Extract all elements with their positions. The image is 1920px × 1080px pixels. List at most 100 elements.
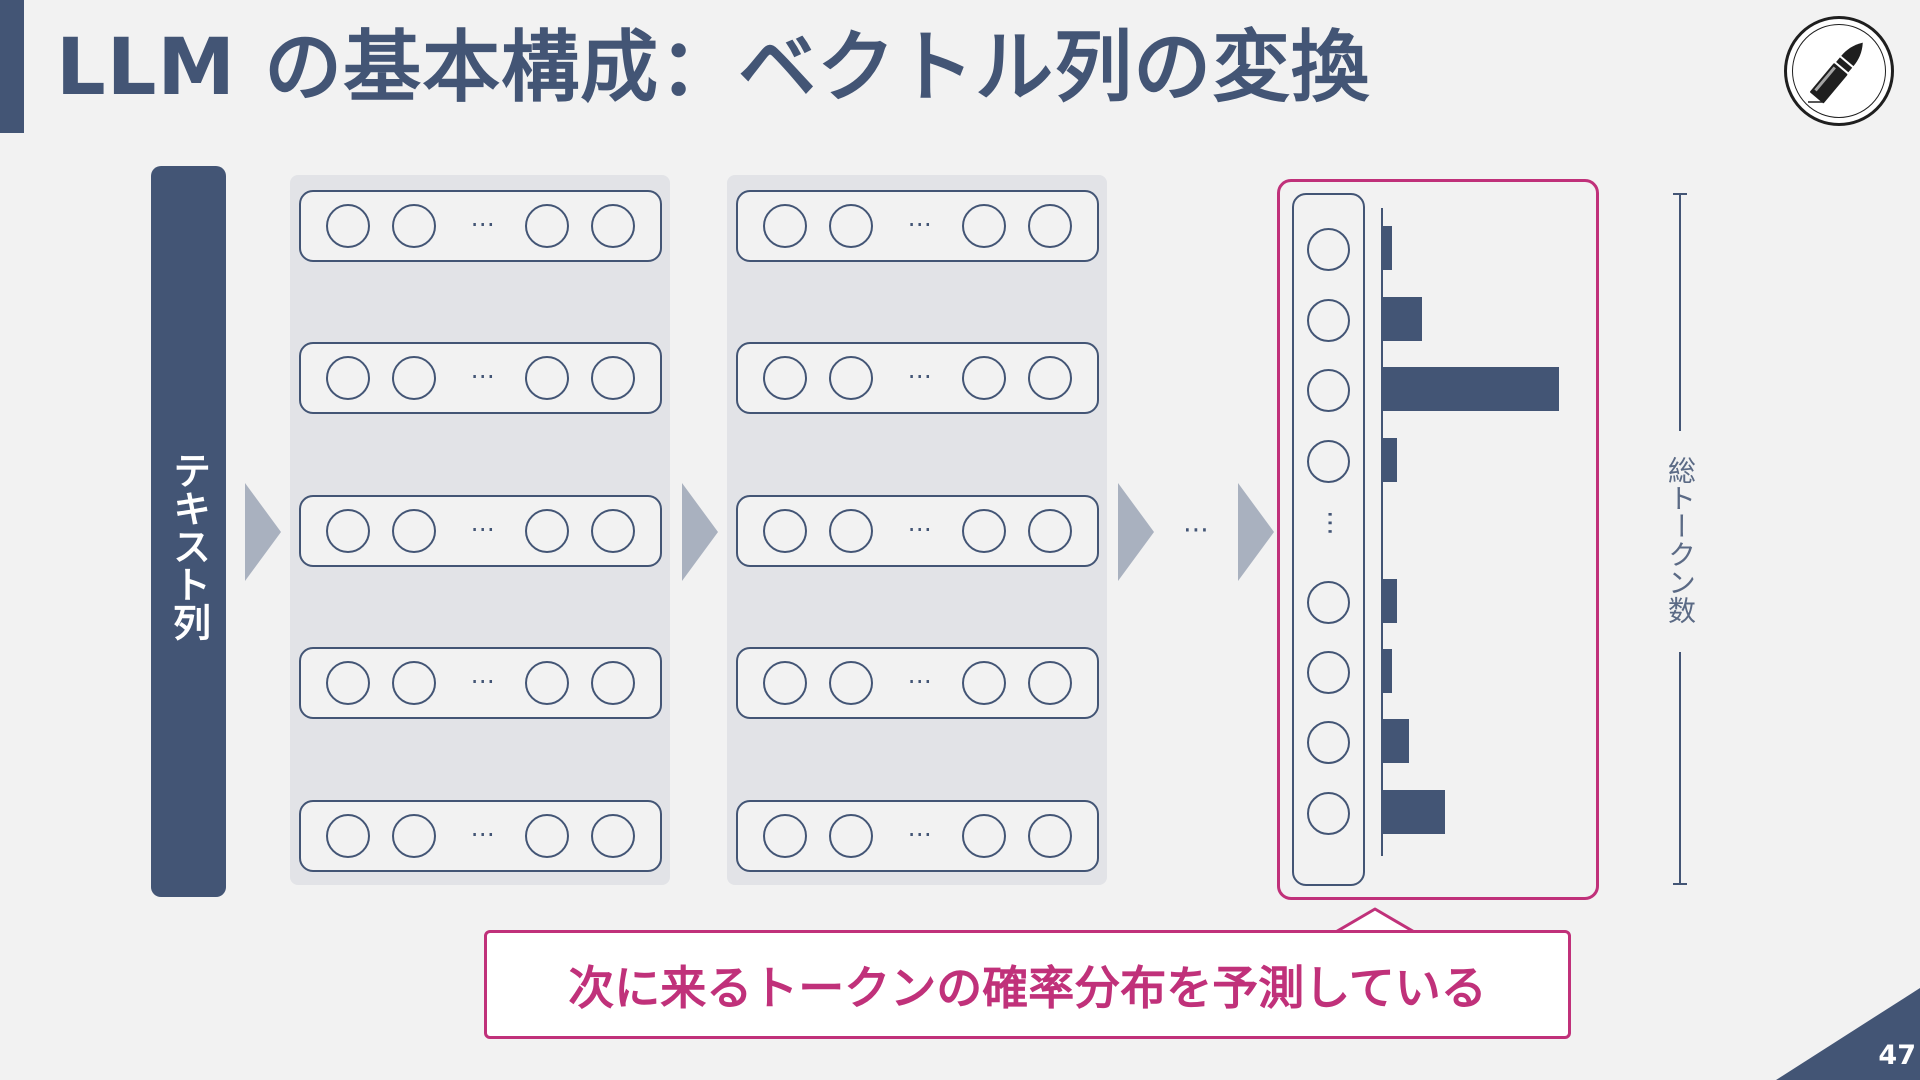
title-accent-bar bbox=[0, 0, 24, 133]
probability-bar bbox=[1383, 790, 1445, 834]
vector-node bbox=[525, 356, 569, 400]
vector-node bbox=[962, 661, 1006, 705]
vector-node bbox=[392, 814, 436, 858]
vector-node bbox=[763, 814, 807, 858]
vector-node bbox=[962, 509, 1006, 553]
vector-dots: ⋯ bbox=[470, 210, 495, 238]
text-sequence-bar: テキスト列 bbox=[151, 166, 226, 897]
output-vector: ⋯ bbox=[1292, 193, 1365, 886]
vector-node bbox=[326, 509, 370, 553]
vector-dots: ⋯ bbox=[907, 820, 932, 848]
vector-node bbox=[1028, 814, 1072, 858]
output-node bbox=[1307, 721, 1350, 764]
vector-node bbox=[591, 661, 635, 705]
vector-dots: ⋯ bbox=[470, 667, 495, 695]
probability-bar bbox=[1383, 579, 1397, 623]
probability-axis bbox=[1381, 208, 1383, 856]
vector-node bbox=[392, 204, 436, 248]
token-vector-row: ⋯ bbox=[299, 800, 662, 872]
probability-bar bbox=[1383, 297, 1422, 341]
vector-node bbox=[525, 814, 569, 858]
vector-node bbox=[962, 814, 1006, 858]
output-node bbox=[1307, 792, 1350, 835]
token-vector-row: ⋯ bbox=[736, 647, 1099, 719]
vector-node bbox=[591, 204, 635, 248]
callout-box: 次に来るトークンの確率分布を予測している bbox=[484, 930, 1571, 1039]
vector-node bbox=[326, 814, 370, 858]
vector-node bbox=[829, 509, 873, 553]
probability-bar bbox=[1383, 719, 1409, 763]
output-node bbox=[1307, 299, 1350, 342]
token-vector-row: ⋯ bbox=[736, 342, 1099, 414]
probability-bar bbox=[1383, 649, 1392, 693]
token-vector-row: ⋯ bbox=[299, 495, 662, 567]
total-tokens-label: 総トークン数 bbox=[1664, 456, 1697, 624]
text-sequence-label: テキスト列 bbox=[166, 451, 211, 641]
vector-node bbox=[525, 509, 569, 553]
arrow-chevron-4 bbox=[1238, 483, 1274, 581]
page-number: 47 bbox=[1878, 1040, 1916, 1071]
total-tokens-rule-bottom bbox=[1679, 652, 1681, 884]
vector-node bbox=[763, 204, 807, 248]
callout-text: 次に来るトークンの確率分布を予測している bbox=[568, 960, 1487, 1015]
output-node bbox=[1307, 369, 1350, 412]
output-node bbox=[1307, 440, 1350, 483]
vector-node bbox=[591, 814, 635, 858]
vector-node bbox=[326, 356, 370, 400]
vector-node bbox=[591, 356, 635, 400]
output-node bbox=[1307, 228, 1350, 271]
token-vector-row: ⋯ bbox=[736, 800, 1099, 872]
vector-node bbox=[763, 509, 807, 553]
vector-node bbox=[392, 509, 436, 553]
vector-dots: ⋯ bbox=[907, 667, 932, 695]
total-tokens-cap-top bbox=[1673, 193, 1687, 195]
vector-dots: ⋯ bbox=[907, 362, 932, 390]
page-title: LLM の基本構成：ベクトル列の変換 bbox=[56, 23, 1371, 113]
vector-node bbox=[829, 204, 873, 248]
vector-node bbox=[392, 661, 436, 705]
probability-bar bbox=[1383, 226, 1392, 270]
output-node bbox=[1307, 651, 1350, 694]
layer-gap-dots: ⋯ bbox=[1183, 515, 1209, 545]
logo-ring bbox=[1792, 24, 1886, 118]
vector-node bbox=[392, 356, 436, 400]
vector-node bbox=[763, 356, 807, 400]
vector-dots: ⋯ bbox=[907, 210, 932, 238]
vector-dots: ⋯ bbox=[470, 515, 495, 543]
vector-node bbox=[763, 661, 807, 705]
vector-node bbox=[829, 661, 873, 705]
token-vector-row: ⋯ bbox=[736, 495, 1099, 567]
output-node bbox=[1307, 581, 1350, 624]
total-tokens-cap-bottom bbox=[1673, 883, 1687, 885]
vector-node bbox=[829, 356, 873, 400]
probability-bar bbox=[1383, 367, 1559, 411]
token-vector-row: ⋯ bbox=[299, 342, 662, 414]
vector-node bbox=[326, 661, 370, 705]
logo bbox=[1784, 16, 1894, 126]
arrow-chevron-3 bbox=[1118, 483, 1154, 581]
output-highlight-box bbox=[1277, 179, 1599, 900]
token-vector-row: ⋯ bbox=[736, 190, 1099, 262]
vector-node bbox=[525, 661, 569, 705]
token-vector-row: ⋯ bbox=[299, 190, 662, 262]
bullet-icon bbox=[1808, 42, 1863, 104]
vector-node bbox=[1028, 509, 1072, 553]
probability-bar bbox=[1383, 438, 1397, 482]
total-tokens-rule-top bbox=[1679, 193, 1681, 431]
token-vector-row: ⋯ bbox=[299, 647, 662, 719]
vector-dots: ⋯ bbox=[470, 362, 495, 390]
vector-node bbox=[591, 509, 635, 553]
vector-dots: ⋯ bbox=[470, 820, 495, 848]
vector-node bbox=[1028, 661, 1072, 705]
vector-node bbox=[829, 814, 873, 858]
vector-node bbox=[1028, 356, 1072, 400]
vector-node bbox=[525, 204, 569, 248]
output-vector-dots: ⋯ bbox=[1315, 510, 1345, 536]
vector-dots: ⋯ bbox=[907, 515, 932, 543]
vector-node bbox=[962, 356, 1006, 400]
arrow-chevron-2 bbox=[682, 483, 718, 581]
vector-node bbox=[326, 204, 370, 248]
vector-node bbox=[1028, 204, 1072, 248]
vector-node bbox=[962, 204, 1006, 248]
